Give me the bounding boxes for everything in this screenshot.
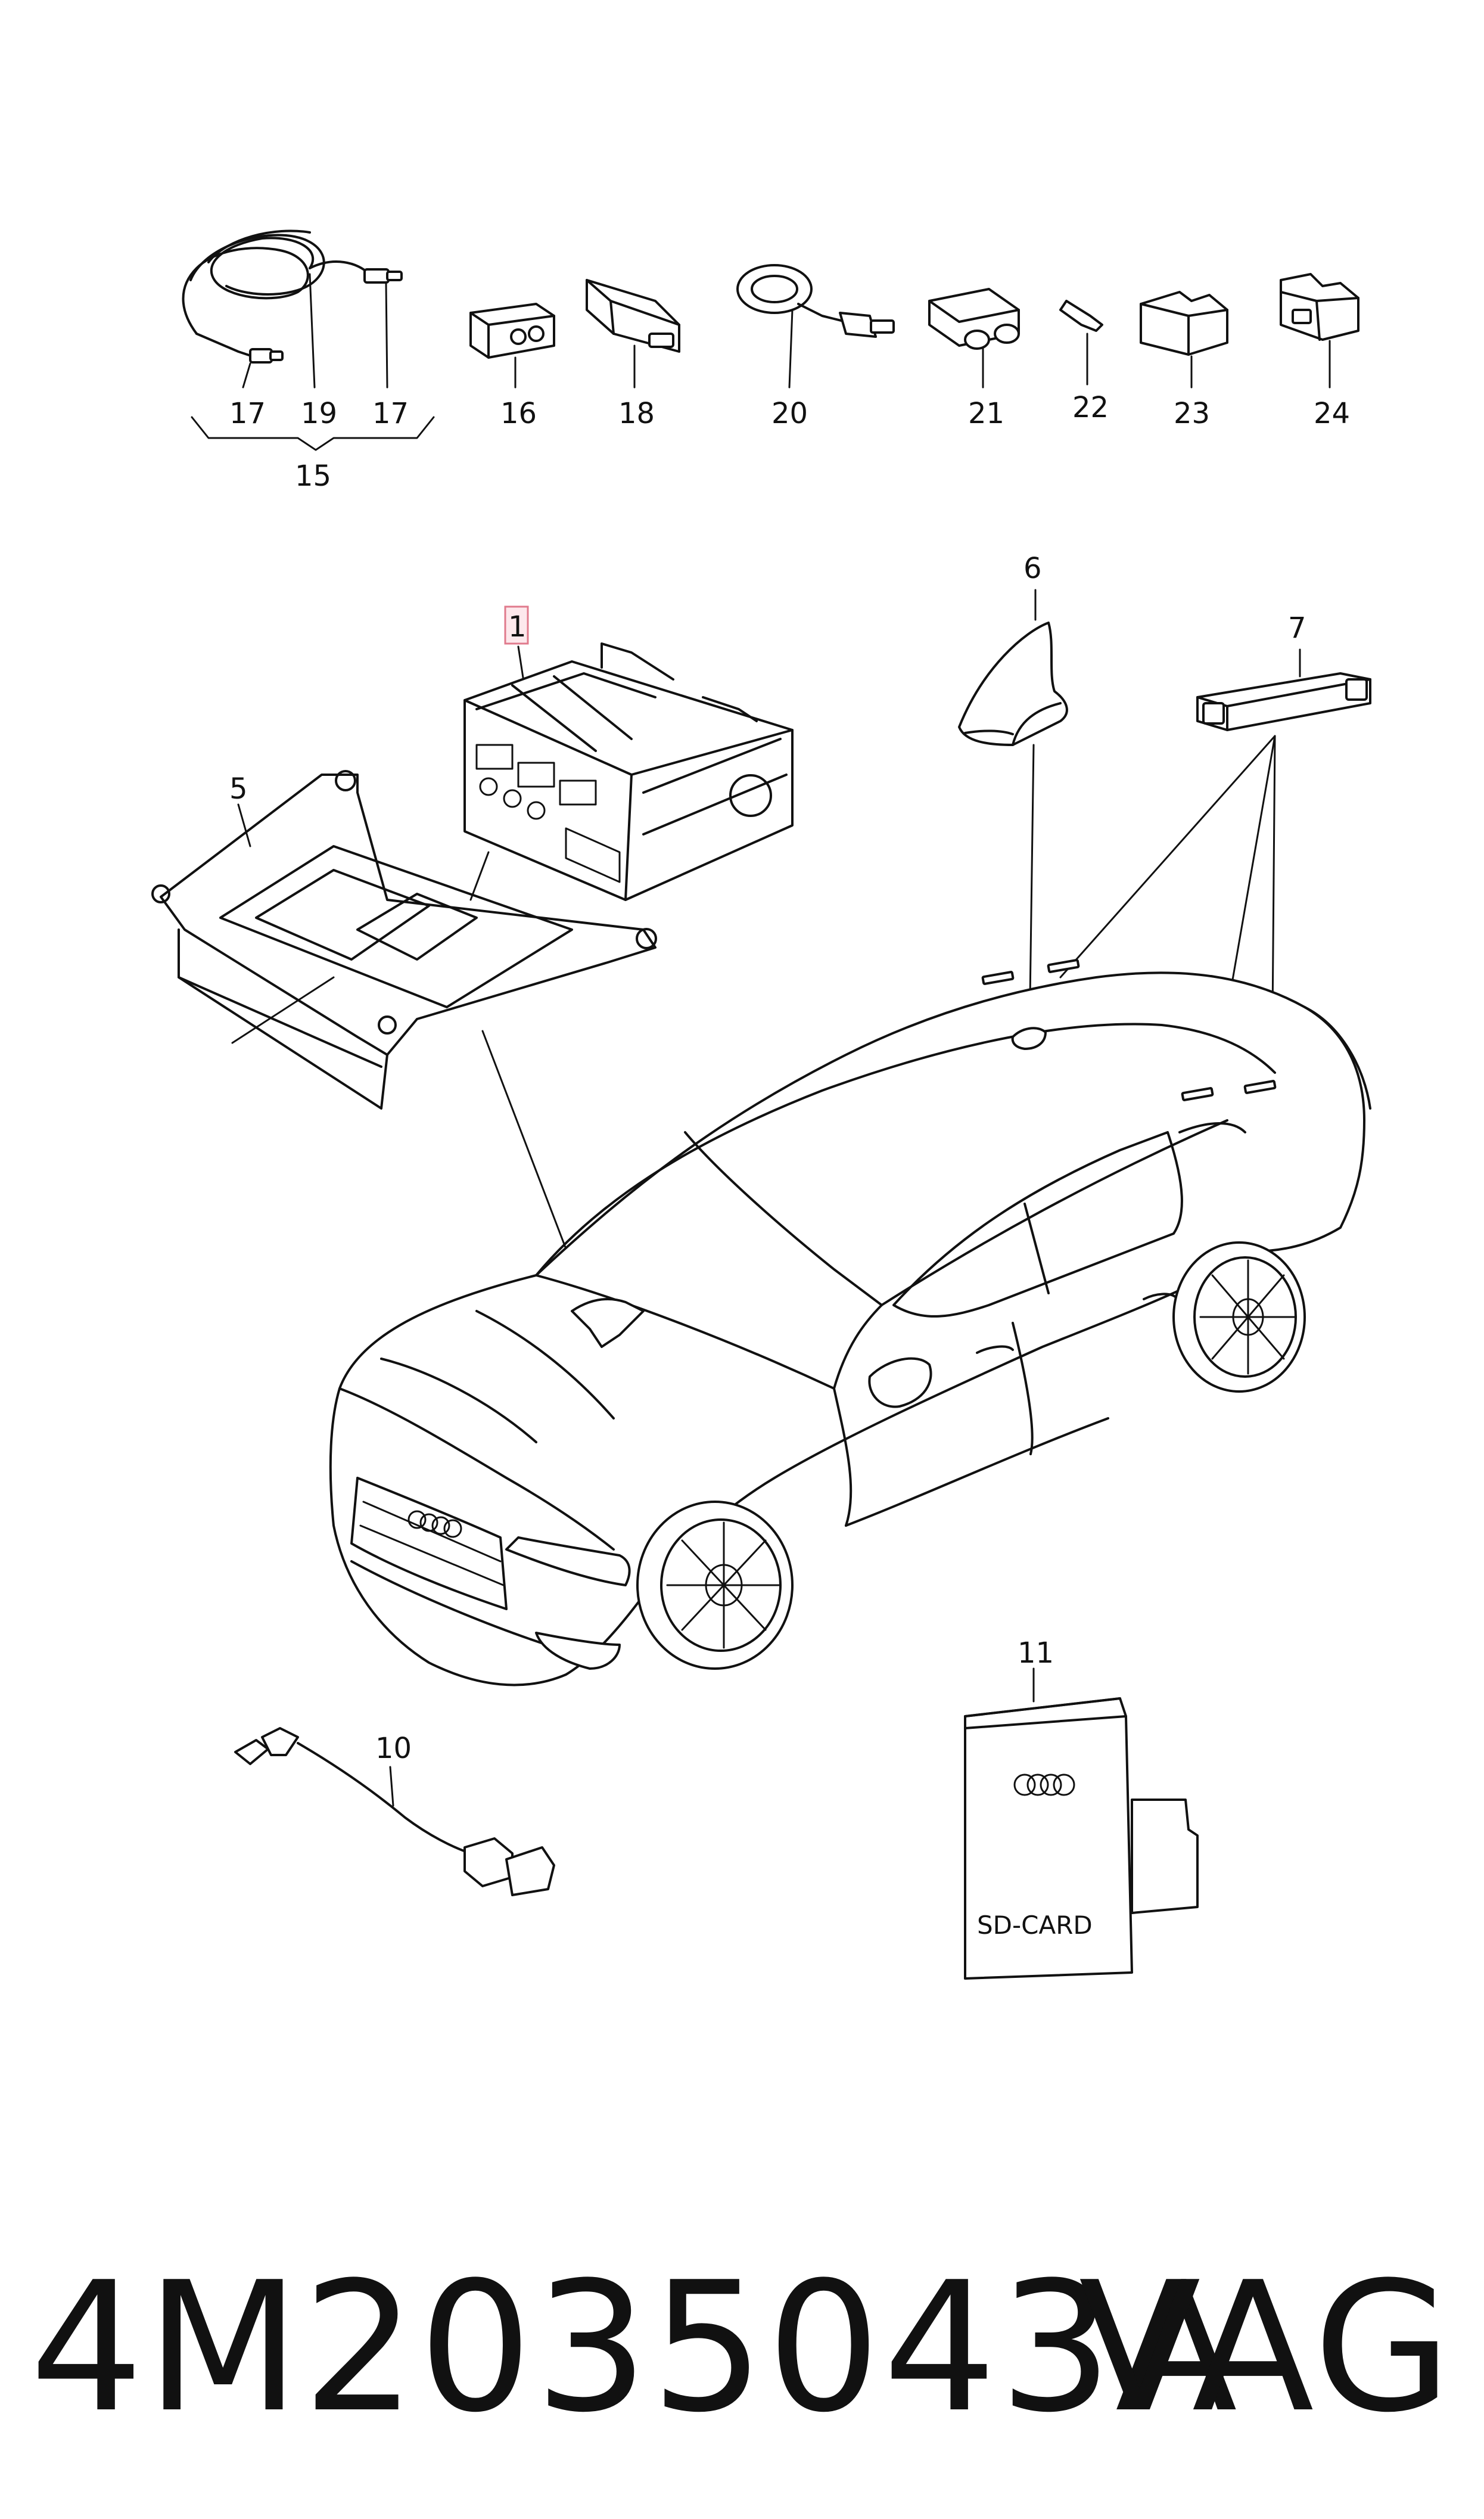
callout-7: 7 [1288, 611, 1306, 645]
barrel-plug-part [928, 288, 1020, 350]
callout-19: 19 [301, 397, 337, 430]
callout-11: 11 [1018, 1636, 1054, 1670]
leader-19 [309, 273, 316, 389]
connector-block-part [586, 279, 680, 353]
bracket-15 [191, 416, 435, 451]
callout-10: 10 [375, 1732, 412, 1765]
shark-fin-antenna-part [958, 622, 1068, 746]
leader-1-to-5 [469, 851, 490, 901]
ring-connector-part [736, 264, 895, 338]
callout-21: 21 [968, 397, 1004, 430]
leader-20 [788, 309, 794, 389]
callout-17b: 17 [372, 397, 409, 430]
callout-20: 20 [771, 397, 808, 430]
callout-17a: 17 [229, 397, 266, 430]
callout-1-highlight [504, 605, 529, 645]
pin-part [1059, 300, 1103, 332]
leader-10 [389, 1766, 394, 1807]
callout-5: 5 [229, 772, 248, 806]
leader-7-a [1059, 735, 1276, 979]
leader-17b [385, 282, 388, 389]
callout-22: 22 [1072, 391, 1109, 424]
callout-23: 23 [1174, 397, 1210, 430]
coiled-cable-part [182, 229, 403, 364]
footer: 4M2035043A VAG [0, 2241, 1484, 2455]
part-number: 4M2035043A [30, 2244, 1240, 2452]
antenna-module-part [1196, 672, 1371, 731]
clip-connector-part [1280, 273, 1359, 341]
car-illustration [329, 959, 1371, 1686]
leader-5 [237, 803, 251, 847]
connector-housing-part [469, 303, 555, 359]
sd-card-label: SD-CARD [977, 1911, 1093, 1940]
callout-15: 15 [295, 459, 331, 493]
callout-24: 24 [1314, 397, 1350, 430]
mounting-bracket-part [151, 770, 657, 1110]
sd-card-manual-part: SD-CARD [964, 1697, 1199, 1980]
leader-17a [242, 362, 251, 389]
callout-18: 18 [618, 397, 655, 430]
callout-16: 16 [500, 397, 537, 430]
antenna-cable-part [234, 1727, 555, 1896]
callout-6: 6 [1023, 552, 1042, 585]
head-unit-part [463, 642, 794, 901]
callout-1: 1 [508, 610, 527, 644]
cover-cap-part [1140, 291, 1228, 356]
brand-label: VAG [1078, 2244, 1454, 2452]
